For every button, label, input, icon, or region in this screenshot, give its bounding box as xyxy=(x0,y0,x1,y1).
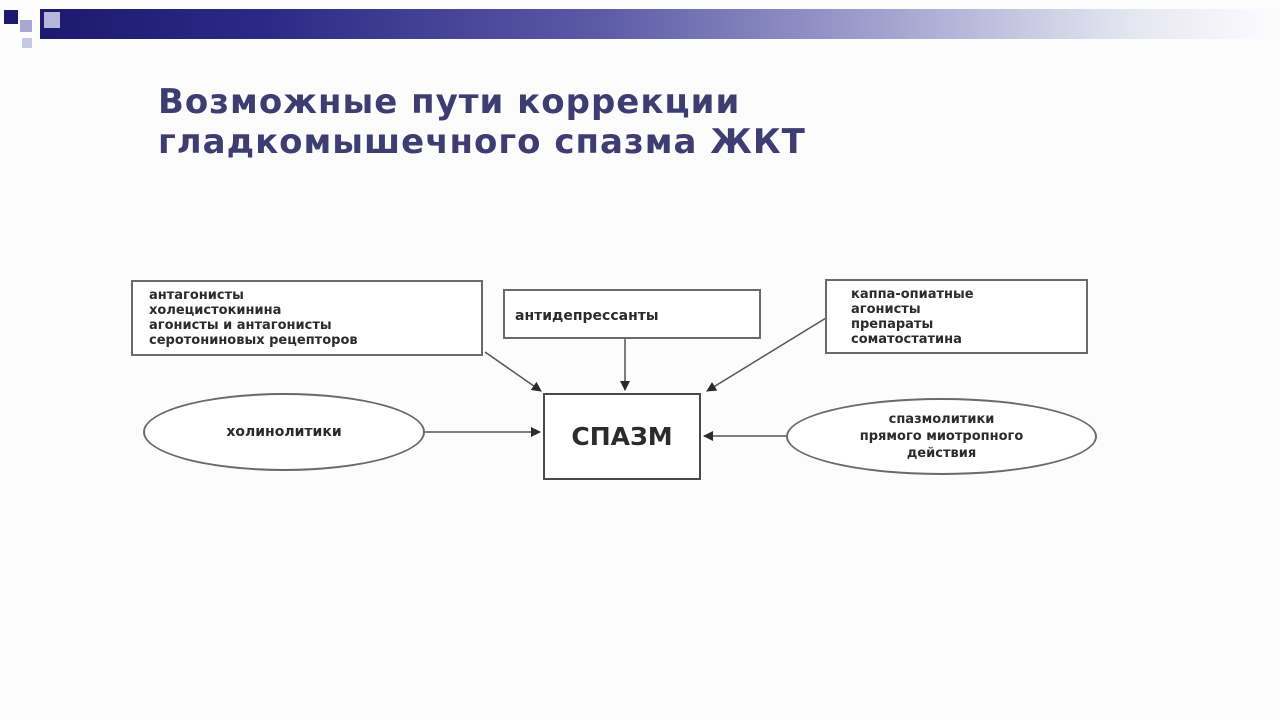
header-square-light xyxy=(20,20,32,32)
box-opiate-agonists-line-1: каппа-опиатные xyxy=(851,287,974,302)
box-opiate-agonists-line-3: препараты xyxy=(851,317,934,332)
slide-title: Возможные пути коррекции гладкомышечного… xyxy=(158,82,806,162)
slide-title-line-2: гладкомышечного спазма ЖКТ xyxy=(158,122,806,162)
box-antidepressants-label: антидепрессанты xyxy=(515,308,659,324)
slide-title-line-1: Возможные пути коррекции xyxy=(158,82,741,122)
ellipse-myotropic-line-1: спазмолитики xyxy=(888,412,995,427)
ellipse-myotropic-line-3: действия xyxy=(906,446,977,461)
header-square-mid xyxy=(44,12,60,28)
center-spasm-label: СПАЗМ xyxy=(571,422,673,451)
ellipse-myotropic-spasmolytics: спазмолитики прямого миотропного действи… xyxy=(786,398,1097,475)
ellipse-cholinolytics-label: холинолитики xyxy=(226,424,342,440)
arrow-top-left xyxy=(484,351,542,392)
center-spasm-node: СПАЗМ xyxy=(543,393,701,480)
box-antidepressants: антидепрессанты xyxy=(503,289,761,339)
box-receptor-antagonists-line-4: серотониновых рецепторов xyxy=(149,333,358,348)
box-receptor-antagonists-line-2: холецистокинина xyxy=(149,303,282,318)
header-square-dark xyxy=(4,10,18,24)
box-receptor-antagonists: антагонисты холецистокинина агонисты и а… xyxy=(131,280,483,356)
ellipse-myotropic-line-2: прямого миотропного xyxy=(859,429,1024,444)
box-receptor-antagonists-line-3: агонисты и антагонисты xyxy=(149,318,332,333)
header-square-small xyxy=(22,38,32,48)
box-opiate-agonists: каппа-опиатные агонисты препараты сомато… xyxy=(825,279,1088,354)
box-receptor-antagonists-line-1: антагонисты xyxy=(149,288,244,303)
header-gradient-bar xyxy=(40,9,1280,39)
box-opiate-agonists-line-4: соматостатина xyxy=(851,332,962,347)
arrow-top-right xyxy=(706,317,827,392)
ellipse-cholinolytics: холинолитики xyxy=(143,393,425,471)
box-opiate-agonists-line-2: агонисты xyxy=(851,302,921,317)
